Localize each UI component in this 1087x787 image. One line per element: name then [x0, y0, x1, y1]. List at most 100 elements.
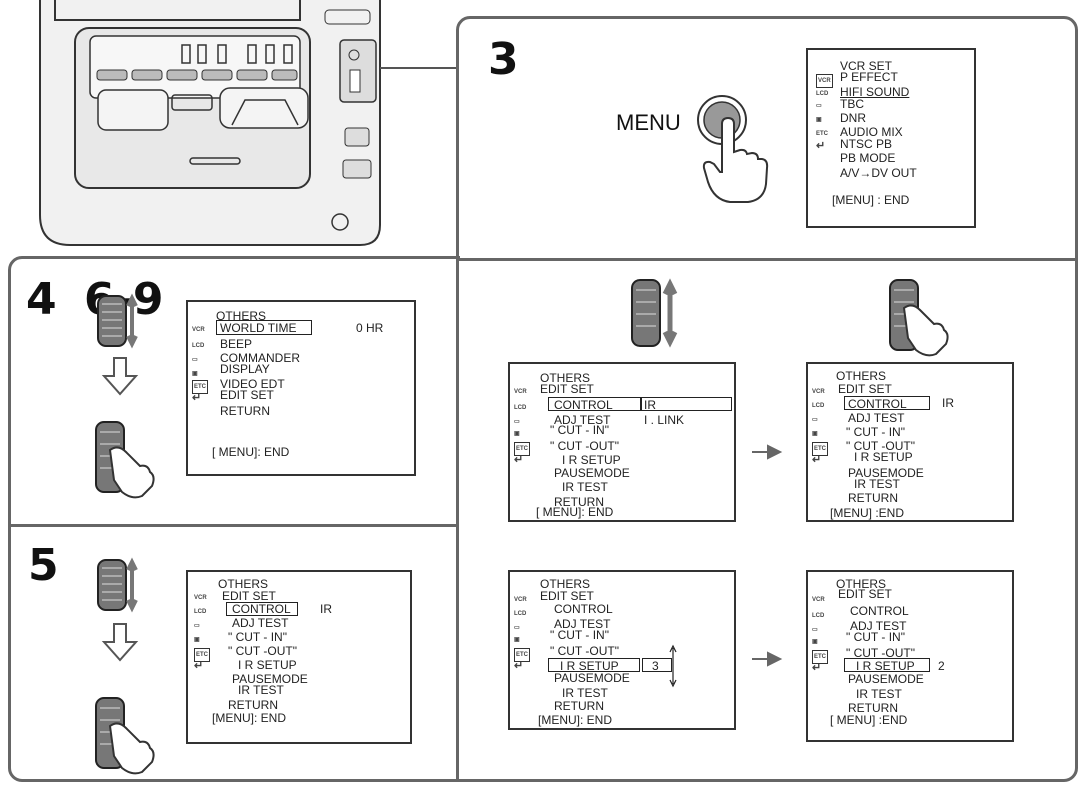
- return-icon: ↵: [194, 660, 204, 672]
- menu-title: OTHERS: [836, 577, 887, 591]
- menu-item[interactable]: PAUSEMODE: [554, 466, 630, 480]
- menu-item[interactable]: A/V→DV OUT: [840, 166, 917, 180]
- menu-item[interactable]: VIDEO EDT: [220, 377, 285, 391]
- menu-item[interactable]: " CUT -OUT": [846, 439, 915, 453]
- menu-item-return[interactable]: RETURN: [220, 404, 270, 418]
- menu-end-label: [ MENU]: END: [212, 445, 290, 459]
- menu-item[interactable]: NTSC PB: [840, 137, 893, 151]
- menu-item[interactable]: IR TEST: [856, 687, 902, 701]
- menu-item[interactable]: EDIT SET: [540, 382, 594, 396]
- menu-item[interactable]: EDIT SET: [220, 388, 274, 402]
- menu-item[interactable]: CONTROL: [850, 604, 909, 618]
- menu-item[interactable]: IR TEST: [562, 480, 608, 494]
- menu-item[interactable]: PAUSEMODE: [232, 672, 308, 686]
- menu-end-label: [MENU]: END: [538, 713, 613, 727]
- menu-item[interactable]: HIFI SOUND: [840, 85, 910, 99]
- camera-icon: ▣: [812, 639, 818, 645]
- menu-item[interactable]: " CUT - IN": [228, 630, 287, 644]
- menu-item[interactable]: I R SETUP: [560, 659, 619, 673]
- menu-item[interactable]: I R SETUP: [238, 658, 297, 672]
- menu-item[interactable]: BEEP: [220, 337, 253, 351]
- menu-item-return[interactable]: RETURN: [848, 701, 898, 715]
- menu-item-return[interactable]: RETURN: [848, 491, 898, 505]
- menu-item[interactable]: P EFFECT: [840, 70, 898, 84]
- lcd-icon: LCD: [514, 405, 527, 411]
- menu-value: IR: [320, 602, 332, 616]
- right-arrow-icon: [752, 651, 783, 667]
- menu-item[interactable]: DISPLAY: [220, 362, 270, 376]
- vcr-set-menu-screen: VCR SET VCR P EFFECT LCD HIFI SOUND ▭ TB…: [806, 48, 976, 228]
- menu-item[interactable]: I R SETUP: [856, 659, 915, 673]
- menu-item[interactable]: PB MODE: [840, 151, 896, 165]
- etc-icon: ETC: [192, 380, 208, 394]
- menu-item-return[interactable]: RETURN: [554, 699, 604, 713]
- menu-end-label: [ MENU]: END: [536, 505, 614, 519]
- menu-item[interactable]: " CUT - IN": [550, 423, 609, 437]
- lcd-icon: LCD: [194, 609, 207, 615]
- others-menu-screen-control-ir: OTHERS VCR EDIT SET LCD CONTROL IR ▭ ADJ…: [806, 362, 1014, 522]
- menu-item[interactable]: TBC: [840, 97, 864, 111]
- menu-item[interactable]: PAUSEMODE: [848, 466, 924, 480]
- menu-item[interactable]: ADJ TEST: [554, 413, 611, 427]
- menu-item[interactable]: CONTROL: [554, 602, 613, 616]
- vcr-icon: VCR: [194, 595, 207, 601]
- menu-title: OTHERS: [216, 309, 267, 323]
- menu-item[interactable]: CONTROL: [848, 397, 907, 411]
- option-value[interactable]: 3: [652, 659, 659, 673]
- selection-highlight: [216, 320, 312, 335]
- menu-item-return[interactable]: RETURN: [228, 698, 278, 712]
- menu-item[interactable]: ADJ TEST: [850, 619, 907, 633]
- menu-item[interactable]: EDIT SET: [222, 589, 276, 603]
- menu-end-label: [MENU]: END: [212, 711, 287, 725]
- etc-icon: ETC: [816, 131, 828, 137]
- menu-item[interactable]: WORLD TIME: [220, 321, 297, 335]
- step-number-4: 4: [26, 274, 57, 325]
- menu-item[interactable]: I R SETUP: [854, 450, 913, 464]
- menu-item[interactable]: " CUT - IN": [846, 630, 905, 644]
- menu-item[interactable]: CONTROL: [232, 602, 291, 616]
- menu-item[interactable]: DNR: [840, 111, 866, 125]
- option-value[interactable]: I . LINK: [644, 413, 685, 427]
- menu-item[interactable]: " CUT -OUT": [550, 439, 619, 453]
- lcd-icon: LCD: [192, 343, 205, 349]
- tape-icon: ▭: [812, 417, 818, 423]
- menu-value: IR: [942, 396, 954, 410]
- lcd-icon: LCD: [514, 611, 527, 617]
- up-down-arrow-icon: [669, 644, 677, 688]
- menu-item[interactable]: I R SETUP: [562, 453, 621, 467]
- menu-item[interactable]: ADJ TEST: [554, 617, 611, 631]
- menu-item[interactable]: " CUT -OUT": [846, 646, 915, 660]
- lcd-icon: LCD: [812, 403, 825, 409]
- menu-item[interactable]: ADJ TEST: [232, 616, 289, 630]
- menu-item[interactable]: " CUT - IN": [846, 425, 905, 439]
- menu-item[interactable]: " CUT - IN": [550, 628, 609, 642]
- menu-item[interactable]: AUDIO MIX: [840, 125, 903, 139]
- selection-highlight: [548, 397, 642, 411]
- option-highlight: [642, 658, 672, 672]
- menu-item[interactable]: EDIT SET: [838, 587, 892, 601]
- menu-item[interactable]: EDIT SET: [540, 589, 594, 603]
- return-icon: ↵: [816, 140, 826, 152]
- selection-highlight: [844, 658, 930, 672]
- tape-icon: ▭: [812, 627, 818, 633]
- menu-item[interactable]: PAUSEMODE: [848, 672, 924, 686]
- menu-title: VCR SET: [840, 59, 893, 73]
- menu-item[interactable]: EDIT SET: [838, 382, 892, 396]
- menu-item[interactable]: PAUSEMODE: [554, 671, 630, 685]
- tape-icon: ▭: [514, 625, 520, 631]
- menu-item[interactable]: ADJ TEST: [848, 411, 905, 425]
- menu-button-label: MENU: [616, 110, 681, 135]
- menu-item[interactable]: COMMANDER: [220, 351, 300, 365]
- menu-item[interactable]: IR TEST: [854, 477, 900, 491]
- dial-press-hand-icon: [889, 279, 949, 357]
- menu-item-return[interactable]: RETURN: [554, 495, 604, 509]
- etc-icon: ETC: [514, 648, 530, 662]
- menu-item[interactable]: CONTROL: [554, 398, 613, 412]
- menu-item[interactable]: IR TEST: [562, 686, 608, 700]
- menu-item[interactable]: IR TEST: [238, 683, 284, 697]
- menu-end-label: [MENU] :END: [830, 506, 905, 520]
- menu-item[interactable]: " CUT -OUT": [550, 644, 619, 658]
- menu-item[interactable]: " CUT -OUT": [228, 644, 297, 658]
- others-menu-screen-control-select: OTHERS VCR EDIT SET LCD CONTROL IR ▭ ADJ…: [508, 362, 736, 522]
- option-value[interactable]: IR: [644, 398, 656, 412]
